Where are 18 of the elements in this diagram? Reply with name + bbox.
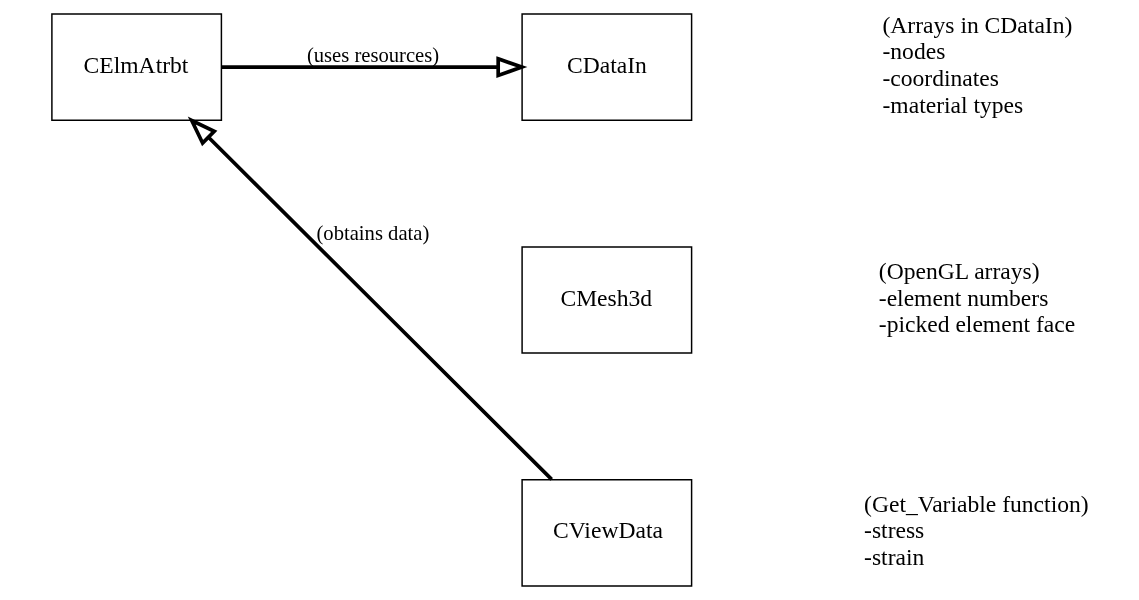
node-label: (OpenGL arrays) <box>878 258 1040 285</box>
node-box: CDataIn <box>520 13 692 121</box>
node-label: -coordinates <box>881 64 999 91</box>
node-box: CElmAtrbt <box>50 13 222 121</box>
node-label: (Arrays in CDataIn) <box>881 11 1072 38</box>
arrow <box>221 56 527 78</box>
node-label: (Get_Variable function) <box>863 490 1089 517</box>
node-label: -element numbers <box>878 284 1048 311</box>
node-box: CMesh3d <box>520 246 692 354</box>
node-label: -material types <box>881 91 1023 118</box>
node-label: -picked element face <box>878 311 1075 338</box>
node-label: -strain <box>863 544 924 571</box>
arrow <box>187 116 553 481</box>
edge-label: (obtains data) <box>315 221 429 244</box>
node-box: CViewData <box>520 479 692 587</box>
edge-label: (uses resources) <box>306 43 439 66</box>
node-label: -stress <box>863 517 924 544</box>
node-label: -nodes <box>881 38 945 65</box>
